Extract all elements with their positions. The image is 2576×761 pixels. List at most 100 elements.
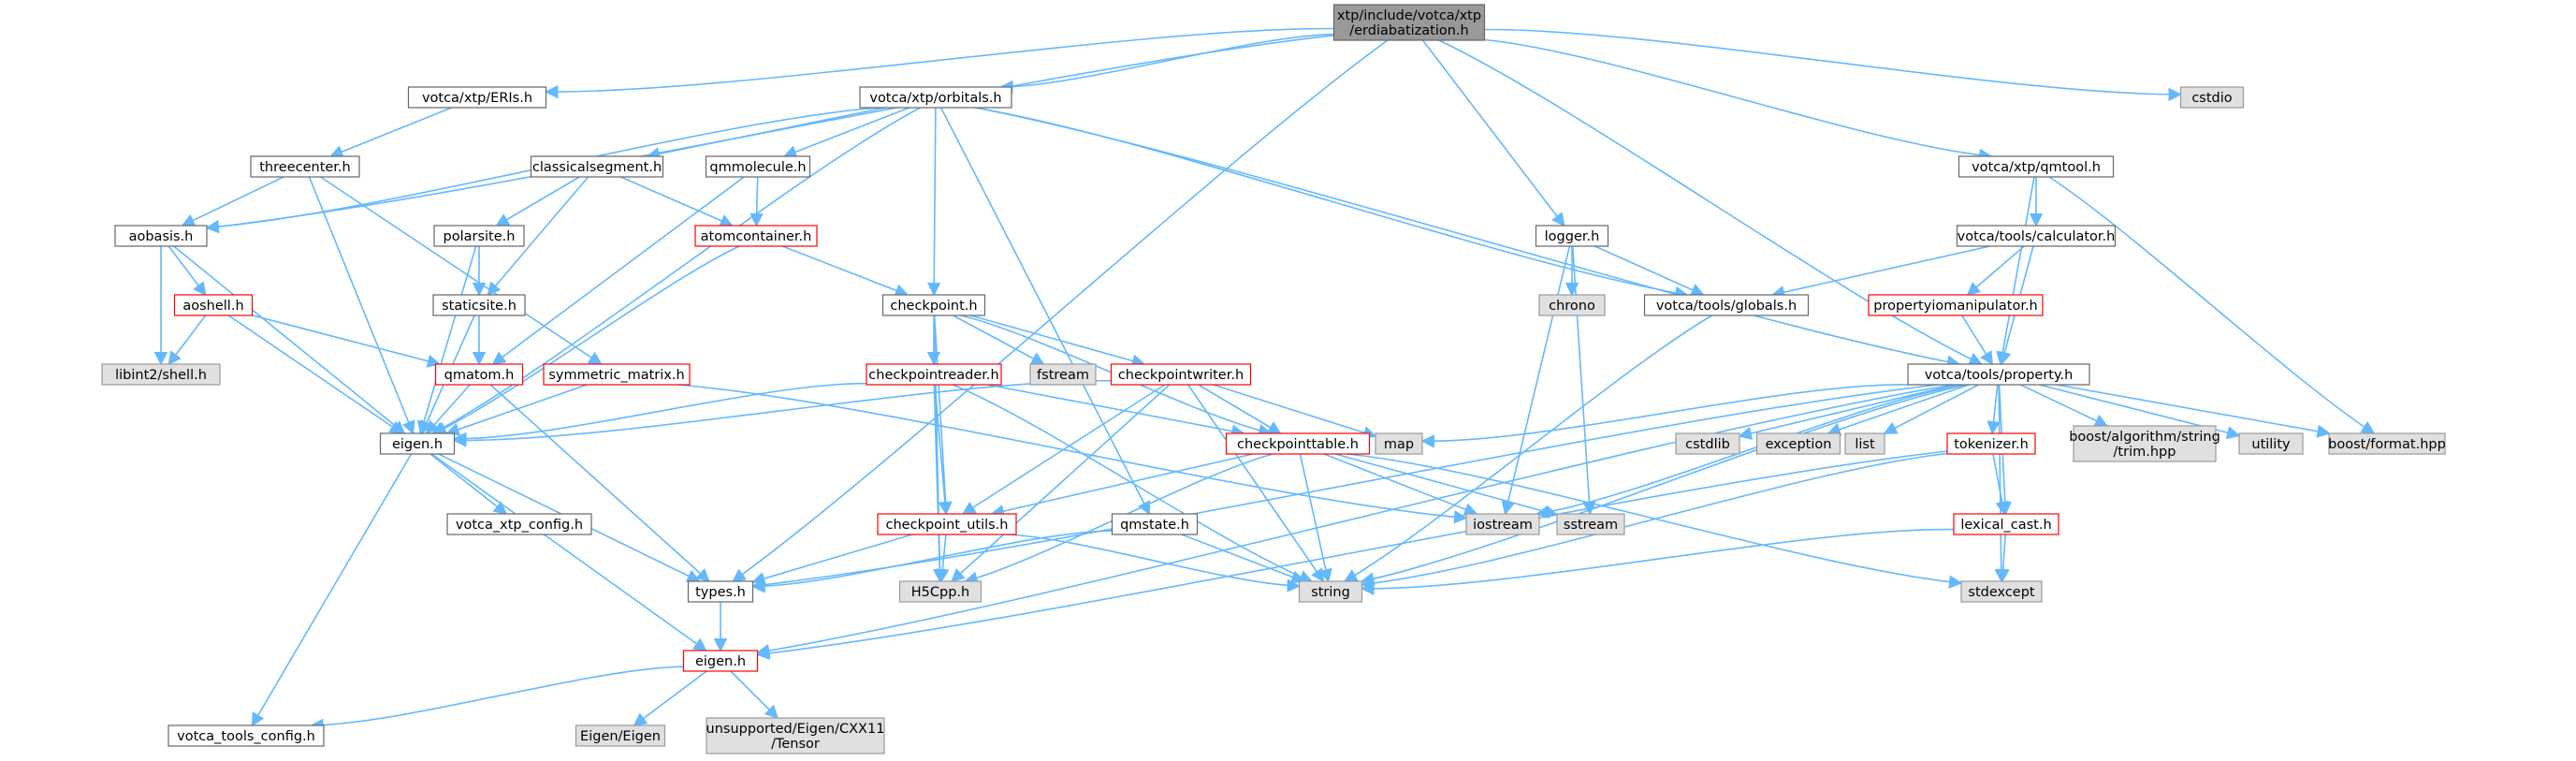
node-lexicalcast[interactable]: lexical_cast.h [1953, 513, 2059, 535]
edge-checkpoint-to-fstream [953, 315, 1045, 365]
node-box-checkpointreader [866, 363, 1002, 386]
edge-polarsite-to-eigenxtp [417, 245, 477, 435]
node-chrono[interactable]: chrono [1538, 294, 1606, 316]
node-label-eigeneigen-0: Eigen/Eigen [580, 729, 661, 744]
edge-property-to-cstdlib [1738, 384, 1956, 440]
node-label-h5cpp-0: H5Cpp.h [911, 585, 969, 600]
node-box-exception [1755, 432, 1841, 455]
node-qmtool[interactable]: votca/xtp/qmtool.h [1957, 155, 2115, 178]
edge-checkpointutils-to-string [1005, 534, 1301, 593]
node-list[interactable]: list [1844, 432, 1885, 455]
node-eigentensor[interactable]: unsupported/Eigen/CXX11/Tensor [706, 717, 885, 754]
node-label-root-1: /erdiabatization.h [1349, 23, 1469, 38]
node-label-boosttrim-1: /trim.hpp [2114, 445, 2176, 460]
node-checkpointtable[interactable]: checkpointtable.h [1225, 432, 1371, 455]
node-boosttrim[interactable]: boost/algorithm/string/trim.hpp [2069, 425, 2220, 462]
node-staticsite[interactable]: staticsite.h [432, 294, 526, 316]
edge-property-to-list [1883, 384, 1980, 434]
node-symmetricmatrix[interactable]: symmetric_matrix.h [543, 363, 691, 386]
node-checkpoint[interactable]: checkpoint.h [881, 294, 986, 316]
node-qmmolecule[interactable]: qmmolecule.h [705, 155, 811, 178]
node-box-list [1844, 432, 1885, 455]
node-checkpointreader[interactable]: checkpointreader.h [866, 363, 1002, 386]
node-label-lexicalcast-0: lexical_cast.h [1960, 518, 2051, 533]
edge-qmatom-to-eigenxtp [425, 384, 471, 435]
edge-tokenizer-to-eigentools [756, 450, 1948, 660]
edge-aoshell-to-eigenxtp [227, 315, 403, 434]
node-polarsite[interactable]: polarsite.h [433, 225, 525, 247]
node-box-h5cpp [898, 580, 982, 603]
node-globals[interactable]: votca/tools/globals.h [1643, 294, 1810, 316]
node-box-tokenizer [1946, 432, 2036, 455]
node-eris[interactable]: votca/xtp/ERIs.h [407, 86, 547, 109]
node-utility[interactable]: utility [2238, 432, 2304, 455]
edge-property-to-tokenizer [1987, 384, 2001, 435]
node-eigeneigen[interactable]: Eigen/Eigen [575, 724, 666, 747]
node-box-stdexcept [1960, 580, 2043, 603]
edge-property-to-boosttrim [2019, 384, 2109, 427]
node-libint2shell[interactable]: libint2/shell.h [101, 363, 221, 386]
node-box-checkpointutils [877, 513, 1017, 535]
node-box-chrono [1538, 294, 1606, 316]
node-box-classicalsegment [530, 155, 664, 178]
node-layer: xtp/include/votca/xtp/erdiabatization.h v… [101, 4, 2446, 754]
node-string[interactable]: string [1298, 580, 1363, 603]
node-label-orbitals-0: votca/xtp/orbitals.h [869, 91, 1001, 106]
node-label-stdexcept-0: stdexcept [1968, 585, 2035, 600]
edge-atomcontainer-to-checkpoint [781, 245, 910, 298]
node-calculator[interactable]: votca/tools/calculator.h [1956, 225, 2117, 247]
node-root[interactable]: xtp/include/votca/xtp/erdiabatization.h [1332, 4, 1486, 41]
node-box-checkpointwriter [1110, 363, 1252, 386]
edge-calculator-to-propertyiomanipulator [1966, 245, 2025, 296]
node-boostformat[interactable]: boost/format.hpp [2328, 432, 2446, 455]
node-iostream[interactable]: iostream [1465, 513, 1540, 535]
node-logger[interactable]: logger.h [1535, 225, 1609, 247]
edge-qmstate-to-types [751, 530, 1113, 593]
node-qmatom[interactable]: qmatom.h [434, 363, 524, 386]
edge-checkpointwriter-to-checkpointutils [961, 384, 1166, 515]
node-h5cpp[interactable]: H5Cpp.h [898, 580, 982, 603]
node-exception[interactable]: exception [1755, 432, 1841, 455]
edge-checkpointtable-to-iostream [1323, 453, 1478, 516]
node-qmstate[interactable]: qmstate.h [1111, 513, 1199, 535]
edge-logger-to-sstream [1571, 245, 1596, 516]
node-label-staticsite-0: staticsite.h [442, 299, 517, 314]
node-classicalsegment[interactable]: classicalsegment.h [530, 155, 664, 178]
node-propertyiomanipulator[interactable]: propertyiomanipulator.h [1868, 294, 2044, 316]
node-fstream[interactable]: fstream [1029, 363, 1097, 386]
edge-symmetricmatrix-to-iostream [677, 384, 1468, 524]
node-eigentools[interactable]: eigen.h [682, 650, 759, 672]
node-map[interactable]: map [1375, 432, 1423, 455]
node-xtpconfig[interactable]: votca_xtp_config.h [446, 513, 592, 535]
node-label-qmmolecule-0: qmmolecule.h [709, 160, 806, 175]
node-checkpointwriter[interactable]: checkpointwriter.h [1110, 363, 1252, 386]
node-box-types [687, 580, 754, 603]
node-checkpointutils[interactable]: checkpoint_utils.h [877, 513, 1017, 535]
node-atomcontainer[interactable]: atomcontainer.h [694, 225, 818, 247]
node-tokenizer[interactable]: tokenizer.h [1946, 432, 2036, 455]
node-cstdlib[interactable]: cstdlib [1675, 432, 1740, 455]
node-sstream[interactable]: sstream [1556, 513, 1625, 535]
node-label-threecenter-0: threecenter.h [259, 160, 350, 175]
node-cstdio[interactable]: cstdio [2179, 86, 2245, 109]
node-label-checkpointreader-0: checkpointreader.h [868, 368, 998, 383]
node-label-classicalsegment-0: classicalsegment.h [532, 160, 662, 175]
edge-property-to-string [1361, 384, 1968, 586]
node-types[interactable]: types.h [687, 580, 754, 603]
edge-checkpointreader-to-eigenxtp [453, 382, 867, 446]
node-orbitals[interactable]: votca/xtp/orbitals.h [859, 86, 1012, 109]
node-aobasis[interactable]: aobasis.h [114, 225, 208, 247]
node-threecenter[interactable]: threecenter.h [250, 155, 360, 178]
edge-globals-to-string [1343, 315, 1713, 582]
node-eigenxtp[interactable]: eigen.h [379, 432, 456, 455]
edge-checkpointtable-to-checkpointutils [990, 453, 1254, 519]
node-label-eigentensor-1: /Tensor [771, 737, 820, 752]
node-property[interactable]: votca/tools/property.h [1907, 363, 2090, 386]
node-box-logger [1535, 225, 1609, 247]
node-stdexcept[interactable]: stdexcept [1960, 580, 2043, 603]
node-box-calculator [1956, 225, 2117, 247]
node-label-cstdlib-0: cstdlib [1685, 437, 1730, 452]
node-toolsconfig[interactable]: votca_tools_config.h [167, 724, 325, 747]
node-label-checkpoint-0: checkpoint.h [890, 299, 977, 314]
node-aoshell[interactable]: aoshell.h [173, 294, 254, 316]
